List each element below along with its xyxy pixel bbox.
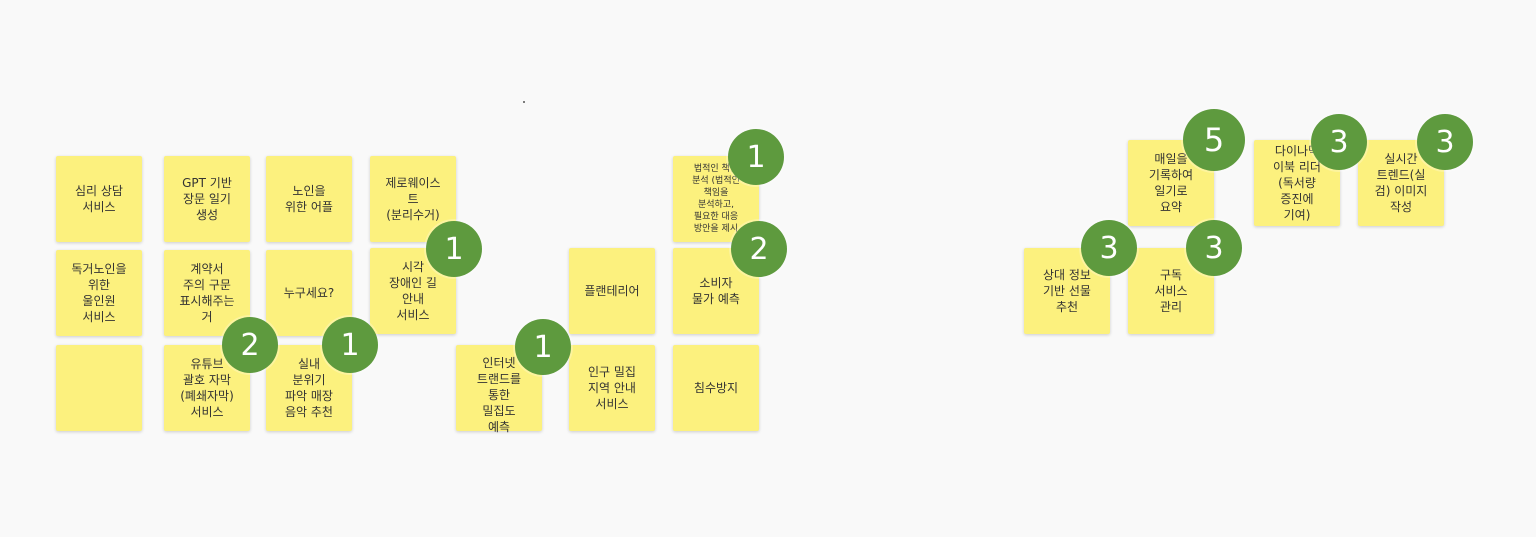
sticky-note-gpt-diary[interactable]: GPT 기반 장문 일기 생성: [164, 156, 250, 242]
sticky-note-empty[interactable]: [56, 345, 142, 431]
canvas-dot: [523, 101, 525, 103]
sticky-note-flood-prevention[interactable]: 침수방지: [673, 345, 759, 431]
sticky-note-planterior[interactable]: 플랜테리어: [569, 248, 655, 334]
sticky-note-counseling[interactable]: 심리 상담 서비스: [56, 156, 142, 242]
sticky-note-internet-trend[interactable]: 인터넷 트랜드를 통한 밀집도 예측: [456, 345, 542, 434]
vote-badge: 5: [1183, 109, 1245, 171]
vote-badge: 3: [1186, 220, 1242, 276]
vote-badge: 3: [1311, 114, 1367, 170]
sticky-note-elderly-app[interactable]: 노인을 위한 어플: [266, 156, 352, 242]
vote-badge: 1: [322, 317, 378, 373]
vote-badge: 1: [426, 221, 482, 277]
vote-badge: 2: [731, 221, 787, 277]
vote-badge: 1: [515, 319, 571, 375]
sticky-note-crowd-guide[interactable]: 인구 밀집 지역 안내 서비스: [569, 345, 655, 431]
sticky-note-contract[interactable]: 계약서 주의 구문 표시해주는 거: [164, 250, 250, 336]
vote-badge: 1: [728, 129, 784, 185]
vote-badge: 3: [1417, 114, 1473, 170]
vote-badge: 2: [222, 317, 278, 373]
sticky-note-elderly-service[interactable]: 독거노인을 위한 울인원 서비스: [56, 250, 142, 336]
sticky-note-store-music[interactable]: 실내 분위기 파악 매장 음악 추천: [266, 345, 352, 431]
vote-badge: 3: [1081, 220, 1137, 276]
